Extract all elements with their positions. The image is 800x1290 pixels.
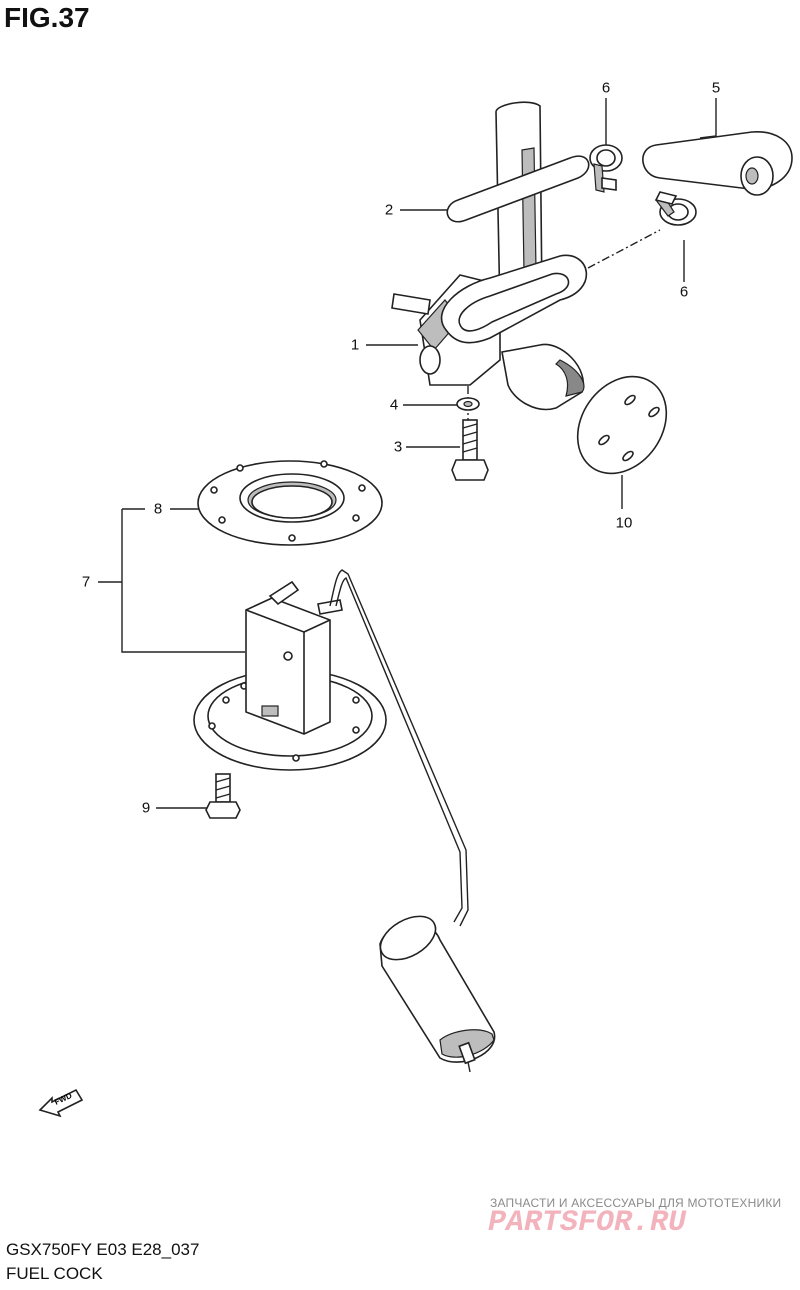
screen-gasket-part-2 [446, 155, 590, 223]
callout-5: 5 [711, 79, 721, 97]
callout-10: 10 [615, 514, 633, 532]
callout-4: 4 [389, 396, 399, 414]
hose-clamp-part-6-upper [589, 144, 623, 193]
washer-part-4 [456, 397, 480, 411]
plate-part-10 [576, 375, 668, 475]
section-name: FUEL COCK [6, 1264, 103, 1283]
fuel-cock-part-1 [391, 101, 588, 411]
callout-3: 3 [393, 438, 403, 456]
hose-clamp-part-6-lower [654, 191, 697, 226]
callout-7: 7 [81, 573, 91, 591]
callout-6-upper: 6 [601, 79, 611, 97]
model-code: GSX750FY E03 E28_037 [6, 1240, 200, 1259]
callout-8: 8 [153, 500, 163, 518]
callout-2: 2 [384, 201, 394, 219]
fuel-hose-part-5 [642, 131, 793, 196]
callout-6-lower: 6 [679, 283, 689, 301]
gasket-part-8 [197, 460, 383, 546]
figure-title: FIG.37 [4, 2, 90, 33]
watermark-logo: PARTSFOR.RU [488, 1206, 687, 1240]
bolt-part-3 [451, 419, 489, 481]
bolt-part-9 [205, 773, 241, 819]
forward-direction-arrow: FWD [38, 1088, 84, 1118]
watermark-tagline: ЗАПЧАСТИ И АКСЕССУАРЫ ДЛЯ МОТОТЕХНИКИ [490, 1196, 782, 1210]
callout-1: 1 [350, 336, 360, 354]
fuel-level-gauge-part-7 [193, 569, 496, 1073]
callout-9: 9 [141, 799, 151, 817]
